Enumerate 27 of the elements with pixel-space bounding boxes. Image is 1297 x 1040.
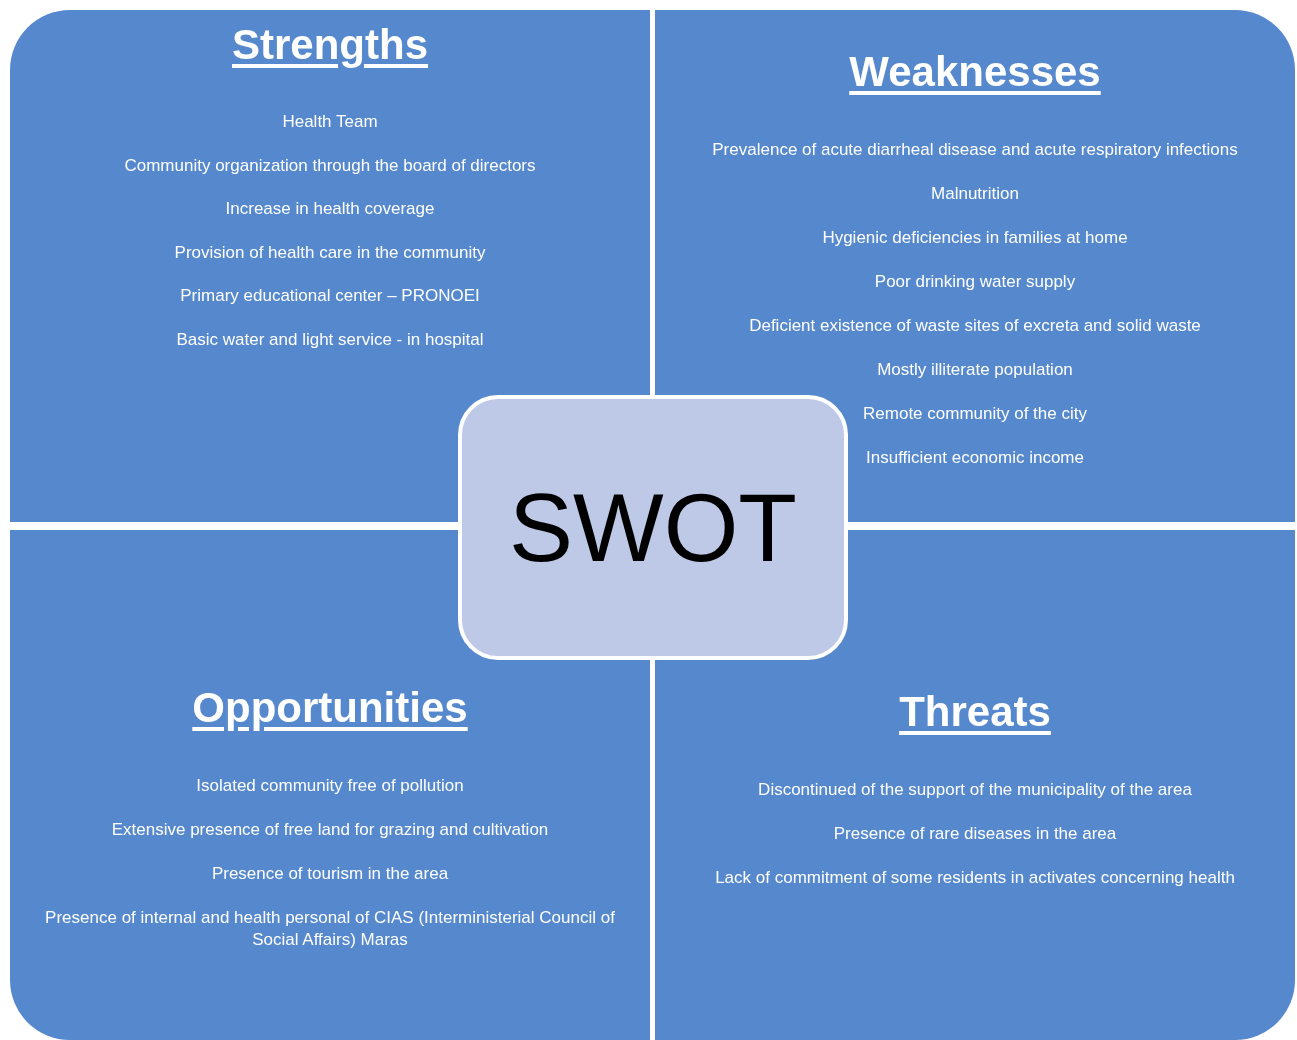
list-item: Lack of commitment of some residents in activates concerning health [714, 867, 1236, 889]
list-item: Prevalence of acute diarrheal disease and acute respiratory infections [711, 139, 1239, 161]
list-item: Provision of health care in the community [173, 241, 487, 264]
list-item: Increase in health coverage [224, 198, 436, 221]
list-item: Malnutrition [930, 183, 1020, 205]
center-title: SWOT [509, 479, 797, 576]
list-item: Deficient existence of waste sites of excreta and solid waste [748, 315, 1202, 337]
quadrant-heading: Threats [898, 691, 1052, 733]
list-item: Extensive presence of free land for grazing and cultivation [110, 819, 550, 841]
list-item: Presence of tourism in the area [210, 863, 450, 885]
quadrant-heading: Strengths [231, 24, 429, 66]
list-item: Discontinued of the support of the municipality of the area [757, 779, 1193, 801]
list-item: Isolated community free of pollution [195, 775, 465, 797]
list-item: Insufficient economic income [865, 447, 1085, 469]
quadrant-heading: Weaknesses [848, 51, 1102, 93]
center-box [458, 395, 848, 660]
list-item: Presence of rare diseases in the area [832, 823, 1118, 845]
quadrant-heading: Opportunities [191, 687, 469, 729]
list-item: Poor drinking water supply [873, 271, 1077, 293]
list-item: Primary educational center – PRONOEI [179, 285, 481, 308]
list-item: Mostly illiterate population [876, 359, 1074, 381]
list-item: Community organization through the board of directors [123, 154, 537, 177]
list-item: Health Team [281, 111, 379, 133]
list-item: Basic water and light service - in hospital [175, 329, 485, 351]
list-item: Presence of internal and health personal of CIAS (Interministerial Council of Social Affairs) Maras [44, 907, 616, 952]
list-item: Hygienic deficiencies in families at home [821, 227, 1129, 249]
list-item: Remote community of the city [862, 403, 1088, 425]
